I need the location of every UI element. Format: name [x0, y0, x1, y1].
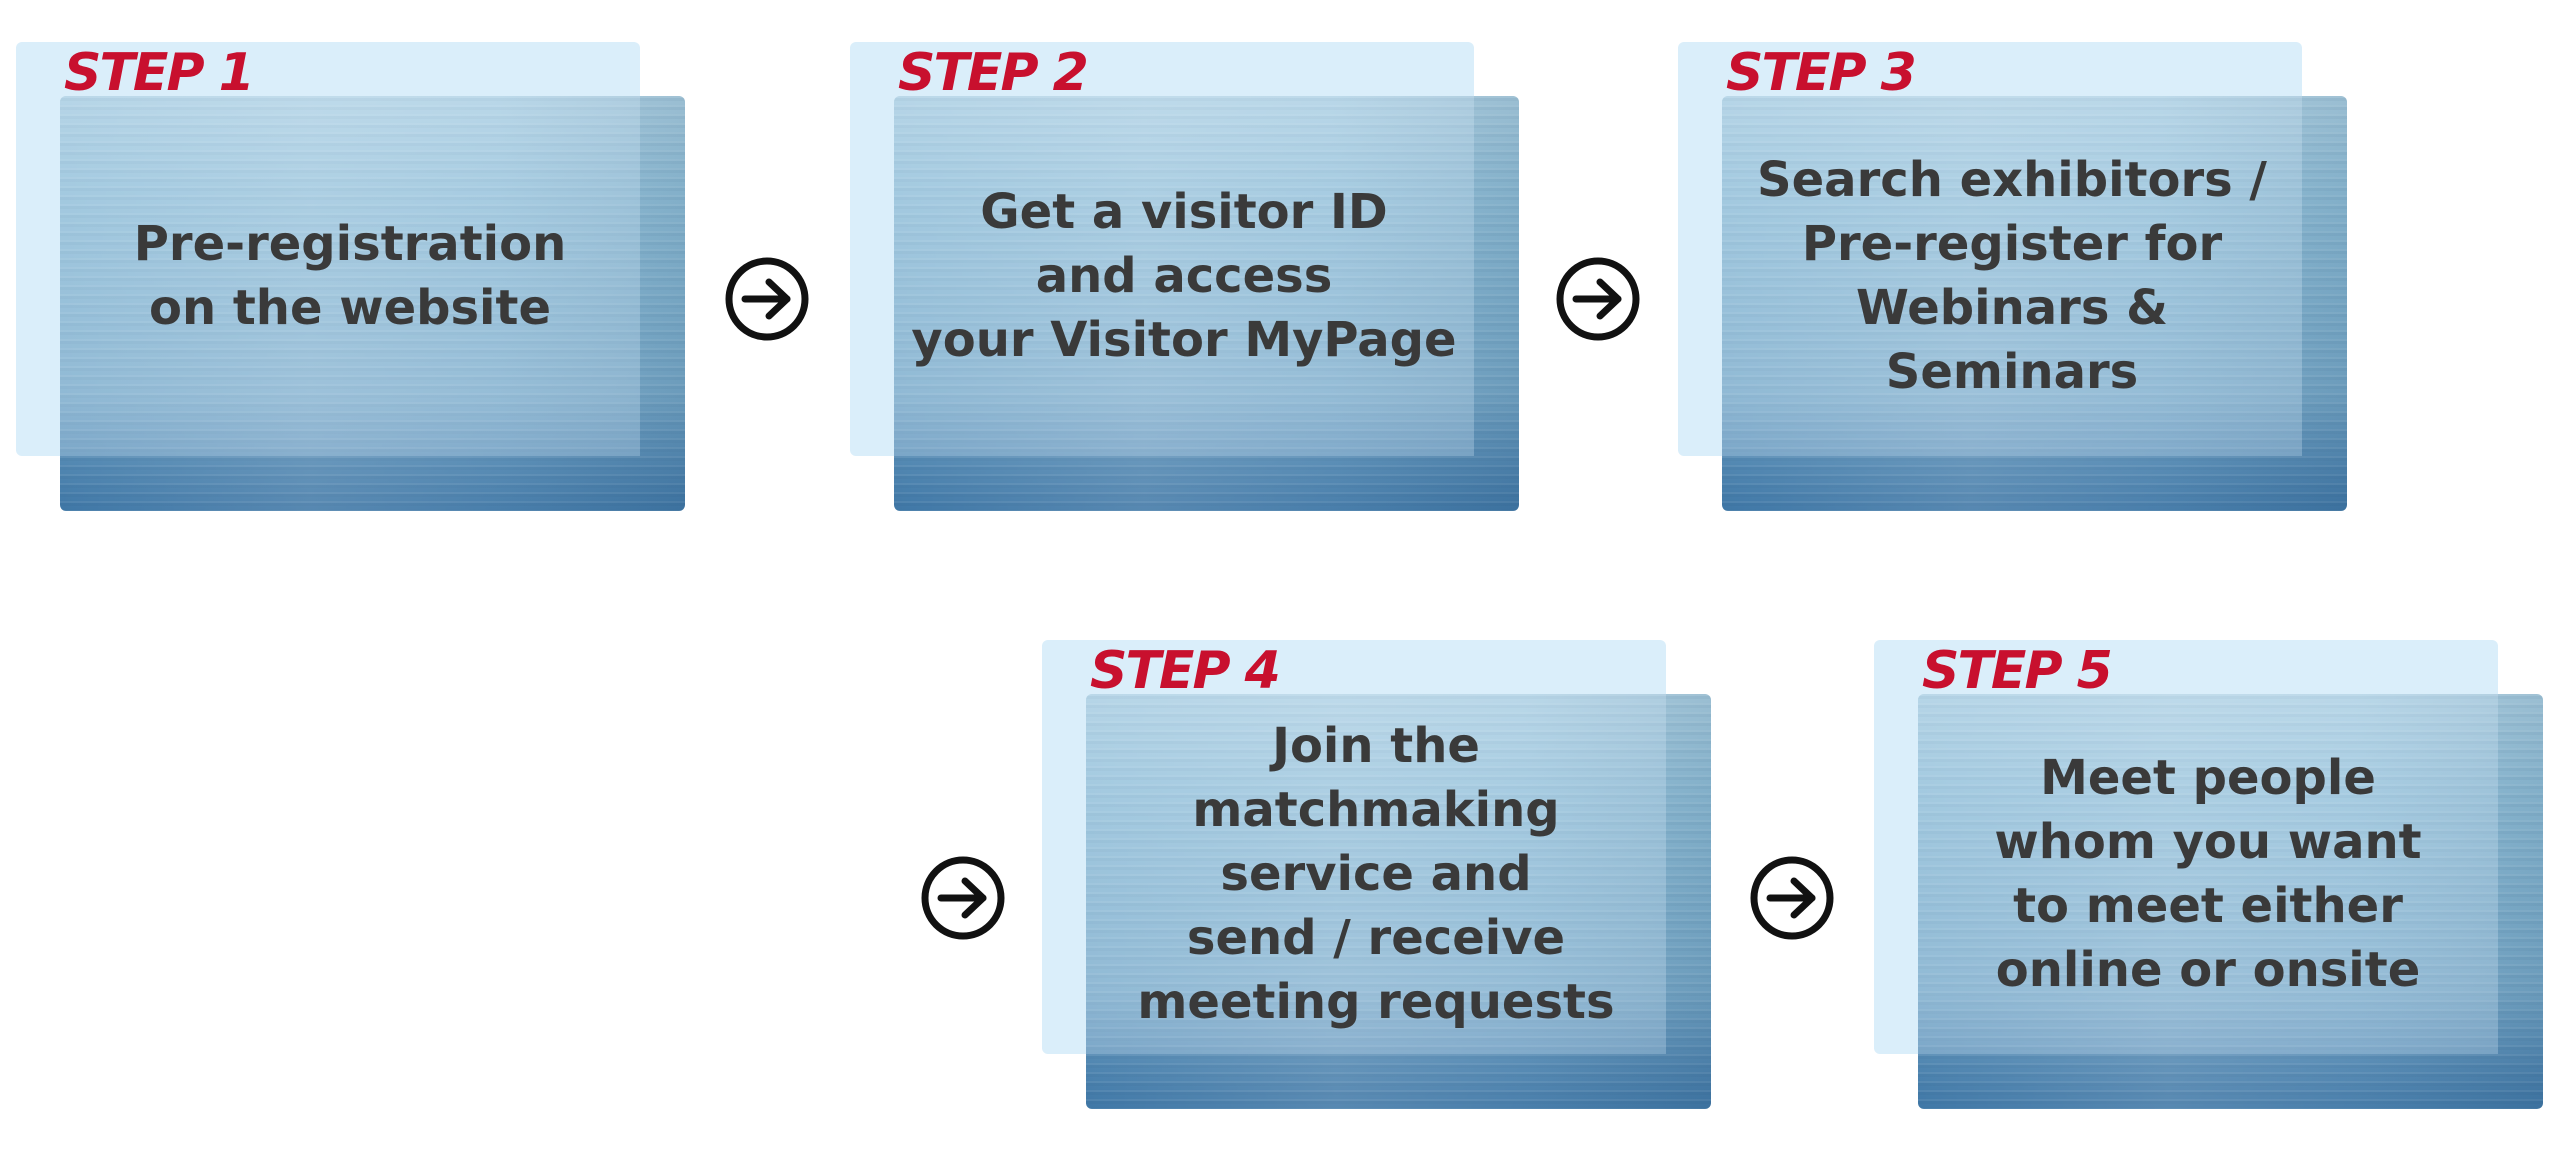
step-image — [1086, 694, 1711, 1109]
step-label: STEP 3 — [1726, 43, 1917, 103]
step-image — [1918, 694, 2543, 1109]
step-card-4: STEP 4 Join the matchmaking service and … — [1042, 640, 1712, 1110]
arrow-right-circle-icon — [921, 856, 1005, 940]
arrow-right-circle-icon — [1556, 257, 1640, 341]
step-description: Meet people whom you want to meet either… — [1994, 750, 2422, 998]
step-card-1: STEP 1 Pre-registration on the website — [16, 42, 686, 512]
step-text-container: Join the matchmaking service and send / … — [1086, 694, 1666, 1054]
step-label: STEP 1 — [64, 43, 255, 103]
step-label: STEP 4 — [1090, 641, 1281, 701]
step-card-2: STEP 2 Get a visitor ID and access your … — [850, 42, 1520, 512]
step-card-5: STEP 5 Meet people whom you want to meet… — [1874, 640, 2544, 1110]
step-image — [60, 96, 685, 511]
arrow-right-circle-icon — [1750, 856, 1834, 940]
step-image — [894, 96, 1519, 511]
step-card-3: STEP 3 Search exhibitors / Pre-register … — [1678, 42, 2348, 512]
step-description: Get a visitor ID and access your Visitor… — [911, 184, 1457, 368]
step-description: Join the matchmaking service and send / … — [1137, 718, 1615, 1030]
step-text-container: Get a visitor ID and access your Visitor… — [894, 96, 1474, 456]
step-text-container: Search exhibitors / Pre-register for Web… — [1722, 96, 2302, 456]
step-label: STEP 2 — [898, 43, 1089, 103]
step-description: Pre-registration on the website — [133, 216, 567, 336]
step-text-container: Pre-registration on the website — [60, 96, 640, 456]
step-label: STEP 5 — [1922, 641, 2113, 701]
step-description: Search exhibitors / Pre-register for Web… — [1757, 152, 2267, 400]
step-text-container: Meet people whom you want to meet either… — [1918, 694, 2498, 1054]
arrow-right-circle-icon — [725, 257, 809, 341]
step-image — [1722, 96, 2347, 511]
